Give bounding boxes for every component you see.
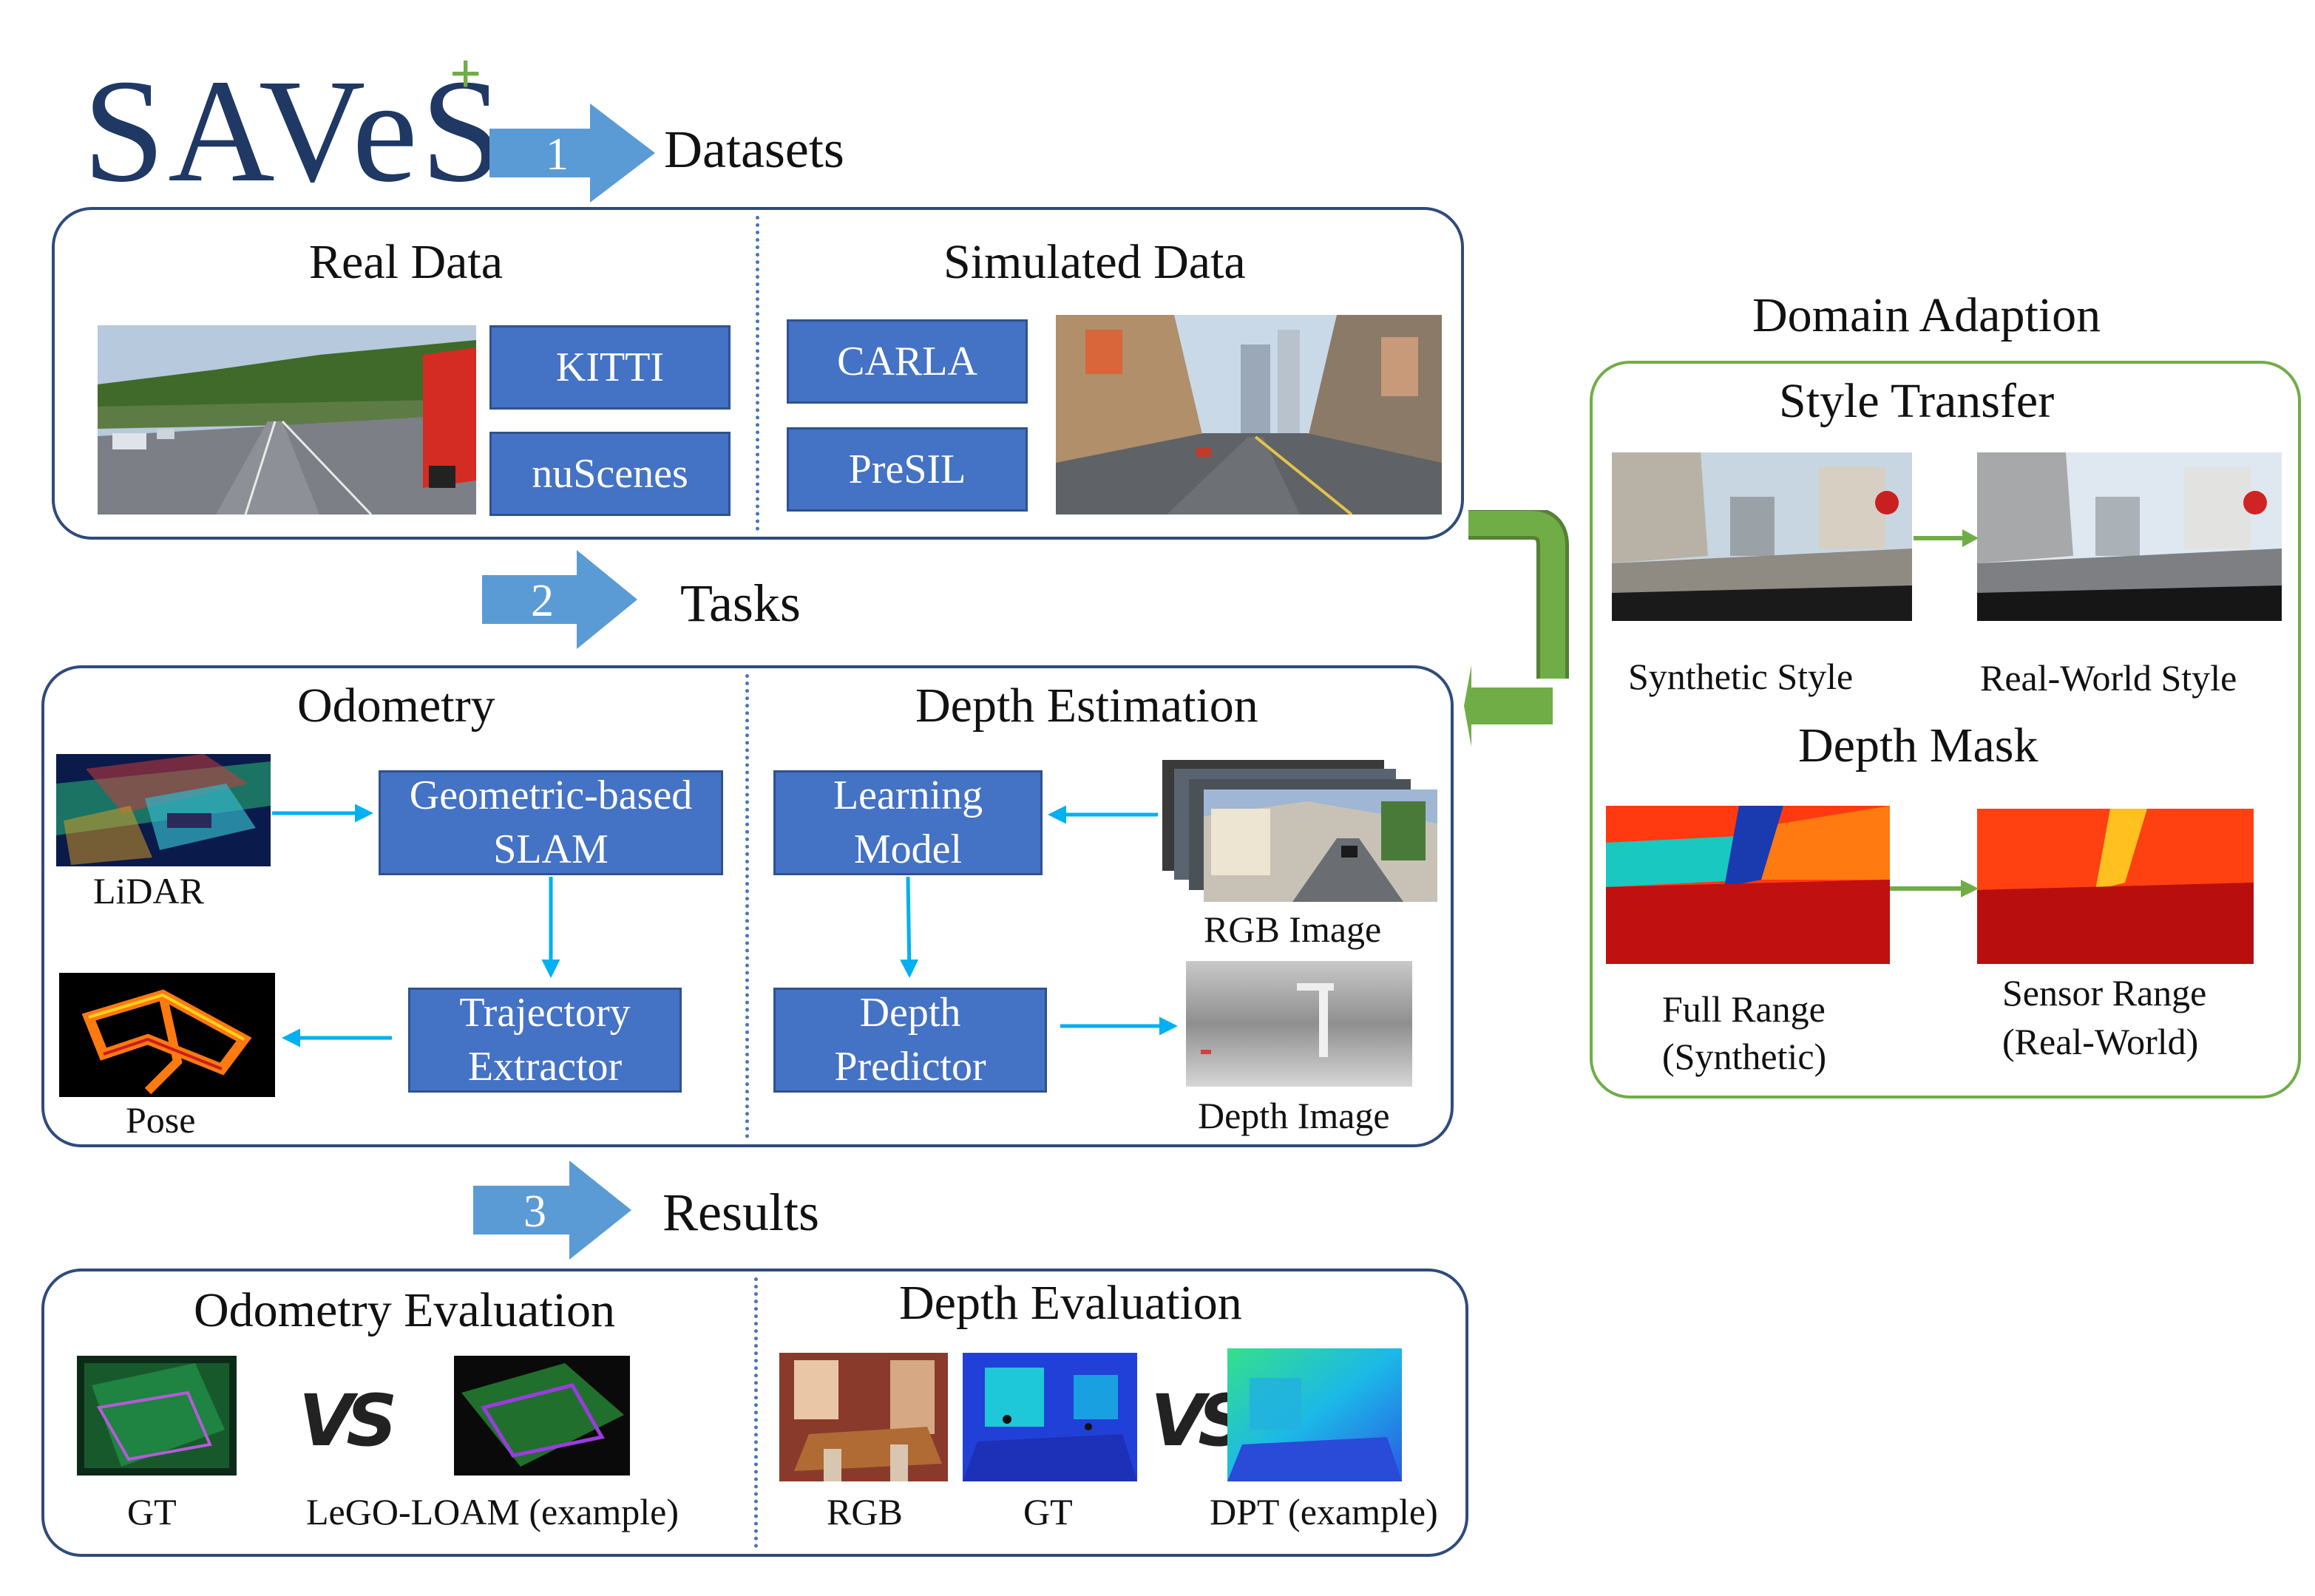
step-1-arrow <box>489 103 655 203</box>
results-divider <box>754 1277 758 1548</box>
datasets-panel <box>52 207 1464 540</box>
carla-box: CARLA <box>787 319 1028 404</box>
results-panel <box>41 1269 1468 1557</box>
odometry-gt-image <box>77 1356 237 1476</box>
depth-eval-rgb-image <box>779 1353 948 1481</box>
lidar-caption: LiDAR <box>93 870 204 911</box>
saves-logo: SAVeS <box>83 50 506 213</box>
presil-box: PreSIL <box>787 427 1028 512</box>
sensor-range-mask-image <box>1977 809 2254 964</box>
synthetic-style-image <box>1612 452 1912 621</box>
sensor-range-caption: Sensor Range <box>2002 972 2207 1013</box>
kitti-box: KITTI <box>489 325 731 410</box>
step-1-label: Datasets <box>664 120 844 179</box>
simulated-data-title: Simulated Data <box>943 235 1246 289</box>
full-range-caption: Full Range <box>1662 988 1826 1030</box>
odometry-vs-icon: VS <box>299 1379 397 1462</box>
depth-image-caption: Depth Image <box>1198 1095 1390 1136</box>
lego-loam-image <box>454 1356 630 1476</box>
full-range-mask-image <box>1606 806 1890 964</box>
step-3-label: Results <box>662 1183 820 1242</box>
rgb-image-stack <box>1159 757 1440 905</box>
trajectory-extractor-box: Trajectory Extractor <box>408 988 682 1093</box>
dpt-image <box>1227 1348 1402 1481</box>
real-world-style-image <box>1977 452 2282 621</box>
depth-predictor-box: Depth Predictor <box>773 988 1047 1093</box>
rgb-image-caption: RGB Image <box>1204 909 1382 950</box>
kitti-road-image <box>98 325 476 515</box>
geometric-slam-box: Geometric-based SLAM <box>379 770 723 875</box>
datasets-divider <box>756 216 759 531</box>
domain-adaption-panel <box>1590 361 2301 1098</box>
step-2-label: Tasks <box>680 574 801 633</box>
depth-evaluation-title: Depth Evaluation <box>899 1276 1242 1330</box>
odometry-title: Odometry <box>297 679 495 733</box>
step-3-arrow <box>473 1161 631 1260</box>
step-2-arrow <box>482 550 637 649</box>
real-data-title: Real Data <box>309 235 504 289</box>
tasks-panel <box>41 665 1454 1147</box>
pose-image <box>59 973 275 1097</box>
depth-eval-gt-caption: GT <box>1023 1491 1073 1532</box>
step-3-number: 3 <box>523 1186 546 1237</box>
depth-eval-gt-image <box>963 1353 1137 1481</box>
style-transfer-arrow <box>1914 529 1979 547</box>
step-1-number: 1 <box>546 129 569 180</box>
depth-output-image <box>1186 961 1412 1087</box>
logo-plus: + <box>450 43 482 105</box>
style-transfer-title: Style Transfer <box>1779 374 2055 428</box>
domain-connector-arrow <box>1464 510 1569 747</box>
odometry-gt-caption: GT <box>127 1491 177 1532</box>
depth-eval-rgb-caption: RGB <box>827 1491 903 1532</box>
depth-mask-title: Depth Mask <box>1798 719 2038 772</box>
synthetic-style-caption: Synthetic Style <box>1628 656 1854 697</box>
nuscenes-box: nuScenes <box>489 432 731 516</box>
tasks-divider <box>745 674 749 1138</box>
domain-adaption-title: Domain Adaption <box>1752 288 2101 342</box>
pose-caption: Pose <box>126 1099 196 1141</box>
depth-mask-arrow <box>1890 880 1979 897</box>
carla-city-image <box>1056 315 1442 515</box>
step-2-number: 2 <box>531 576 554 626</box>
lidar-image <box>56 754 271 866</box>
sensor-range-subcaption: (Real-World) <box>2002 1021 2199 1062</box>
depth-estimation-title: Depth Estimation <box>915 679 1258 733</box>
lego-loam-caption: LeGO-LOAM (example) <box>306 1491 679 1532</box>
dpt-caption: DPT (example) <box>1210 1491 1438 1532</box>
full-range-subcaption: (Synthetic) <box>1662 1036 1827 1077</box>
learning-model-box: Learning Model <box>773 770 1043 875</box>
real-world-style-caption: Real-World Style <box>1980 657 2237 699</box>
odometry-evaluation-title: Odometry Evaluation <box>194 1283 616 1337</box>
